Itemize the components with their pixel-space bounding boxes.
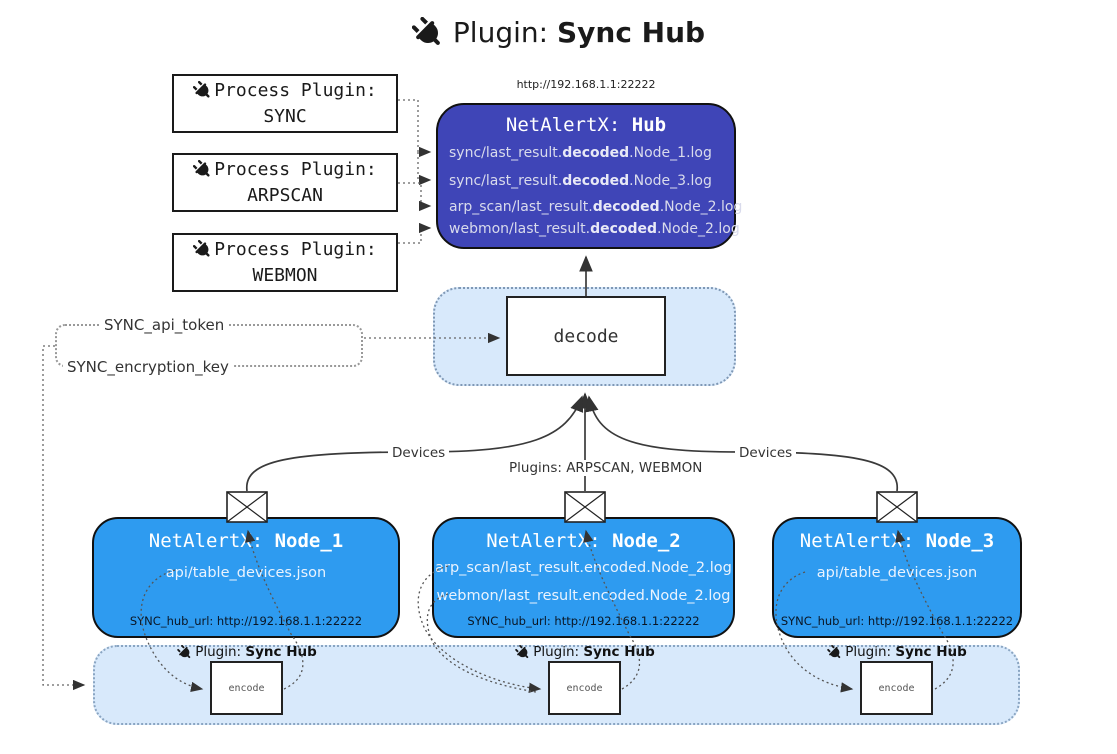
plug-icon: [193, 160, 213, 179]
process-plugin-label: Process Plugin:: [214, 79, 377, 101]
hub-log-entry: sync/last_result.decoded.Node_1.log: [449, 145, 712, 161]
edge-webmon-to-log4: [398, 222, 432, 244]
node-file: arp_scan/last_result.encoded.Node_2.log: [435, 560, 732, 576]
plug-icon: [193, 81, 213, 100]
encode-box: encode: [548, 661, 621, 715]
encode-box: encode: [860, 661, 933, 715]
process-plugin-arpscan-box: Process Plugin: ARPSCAN: [172, 153, 398, 212]
node-file: api/table_devices.json: [165, 565, 327, 581]
node-hub-url: SYNC_hub_url: http://192.168.1.1:22222: [129, 614, 363, 628]
hub-log-entry: webmon/last_result.decoded.Node_2.log: [449, 221, 740, 237]
edge-encryption-key-to-encode-band: [42, 345, 86, 691]
encode-band-plugin-label: Plugin: Sync Hub: [177, 644, 317, 660]
edge-sync-to-log1: [398, 99, 432, 158]
sync-api-token-label: SYNC_api_token: [100, 316, 229, 334]
hub-log-entry: arp_scan/last_result.decoded.Node_2.log: [449, 199, 743, 215]
process-plugin-name: SYNC: [263, 105, 307, 127]
node-3-box: NetAlertX: Node_3 api/table_devices.json…: [772, 517, 1022, 638]
plug-icon: [515, 644, 531, 660]
edge-label-plugins: Plugins: ARPSCAN, WEBMON: [505, 460, 707, 476]
plug-icon: [411, 16, 444, 49]
hub-title: NetAlertX: Hub: [505, 114, 667, 136]
title-prefix: Plugin:: [452, 16, 557, 49]
node-title: NetAlertX: Node_1: [148, 530, 344, 552]
node-1-box: NetAlertX: Node_1 api/table_devices.json…: [92, 517, 400, 638]
encode-band-plugin-label: Plugin: Sync Hub: [515, 644, 655, 660]
decode-box: decode: [506, 296, 666, 376]
process-plugin-webmon-box: Process Plugin: WEBMON: [172, 233, 398, 292]
process-plugin-sync-box: Process Plugin: SYNC: [172, 74, 398, 133]
hub-log-entry: sync/last_result.decoded.Node_3.log: [449, 173, 712, 189]
edge-arpscan-to-log3: [398, 182, 432, 212]
node-2-box: NetAlertX: Node_2 arp_scan/last_result.e…: [432, 517, 735, 638]
process-plugin-name: ARPSCAN: [247, 184, 323, 206]
plug-icon: [177, 644, 193, 660]
edge-label-devices-left: Devices: [388, 445, 450, 461]
node-title: NetAlertX: Node_2: [486, 530, 681, 552]
encode-box: encode: [210, 661, 283, 715]
sync-encryption-key-label: SYNC_encryption_key: [63, 358, 233, 376]
hub-box: NetAlertX: Hub sync/last_result.decoded.…: [436, 103, 742, 249]
plug-icon: [827, 644, 843, 660]
node-title: NetAlertX: Node_3: [799, 530, 995, 552]
edge-node3-to-decode: [585, 395, 898, 492]
encode-band-plugin-label: Plugin: Sync Hub: [827, 644, 967, 660]
page-title: Plugin: Sync Hub: [0, 16, 1117, 49]
process-plugin-name: WEBMON: [252, 264, 318, 286]
node-file: api/table_devices.json: [816, 565, 978, 581]
edge-label-devices-right: Devices: [735, 445, 797, 461]
node-hub-url: SYNC_hub_url: http://192.168.1.1:22222: [780, 614, 1014, 628]
edge-node1-to-decode: [246, 395, 584, 492]
plug-icon: [193, 240, 213, 259]
node-file: webmon/last_result.encoded.Node_2.log: [436, 588, 731, 604]
title-name: Sync Hub: [556, 16, 706, 49]
edge-sync-to-log2: [417, 152, 432, 186]
process-plugin-label: Process Plugin:: [214, 238, 377, 260]
hub-url: http://192.168.1.1:22222: [516, 78, 656, 91]
node-hub-url: SYNC_hub_url: http://192.168.1.1:22222: [467, 614, 700, 628]
process-plugin-label: Process Plugin:: [214, 158, 377, 180]
